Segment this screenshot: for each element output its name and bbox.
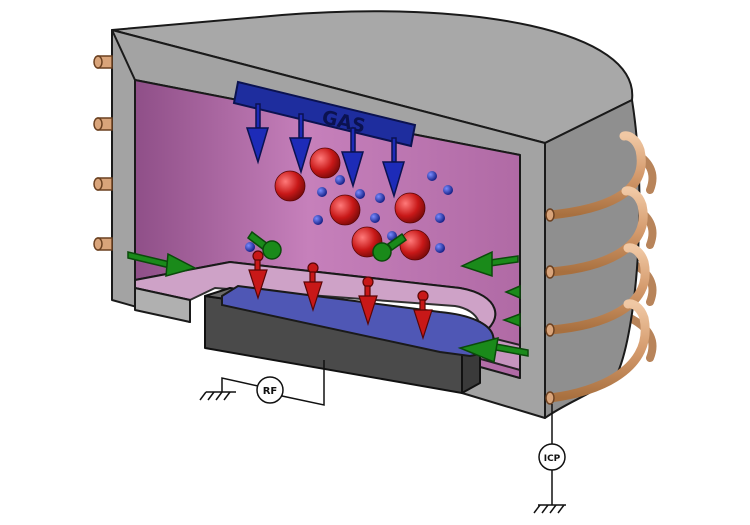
- electron: [443, 185, 453, 195]
- electron: [317, 187, 327, 197]
- coil-front: [545, 131, 650, 403]
- electron: [435, 243, 445, 253]
- ion-arrow: [358, 276, 378, 326]
- ion: [399, 229, 431, 261]
- ion: [274, 170, 306, 202]
- electron: [427, 171, 437, 181]
- rf-circuit: [199, 360, 325, 406]
- gas-arrow: [288, 113, 313, 175]
- ion-arrow: [413, 290, 433, 340]
- wafer: [221, 284, 495, 358]
- radical-arrow: [459, 250, 519, 278]
- radical-arrows: [127, 230, 529, 364]
- wall-ports: [93, 55, 113, 251]
- electron: [355, 189, 365, 199]
- gas-arrow: [245, 103, 270, 165]
- gas-arrow: [340, 127, 365, 189]
- ground-icon: [199, 391, 236, 401]
- ground-icon: [533, 504, 566, 514]
- electron: [375, 193, 385, 203]
- electron: [245, 242, 255, 252]
- radical-arrow: [246, 230, 282, 260]
- ion-arrow: [303, 262, 323, 312]
- ion: [394, 192, 426, 224]
- wall-port: [93, 177, 113, 191]
- ion-arrow: [248, 250, 268, 300]
- icp-label: ICP: [544, 454, 561, 464]
- ion: [309, 147, 341, 179]
- icp-circuit: [533, 404, 566, 514]
- chamber-body: [111, 10, 641, 419]
- wall-port: [93, 55, 113, 69]
- radical-arrow: [504, 284, 521, 300]
- rf-source-icon: RF: [256, 376, 284, 404]
- wall-port: [93, 237, 113, 251]
- coil-terminals: [545, 208, 555, 405]
- gas-injection-arrows: [245, 103, 406, 199]
- radical-arrow: [457, 336, 529, 364]
- electrons: [245, 171, 453, 253]
- electron: [435, 213, 445, 223]
- gas-arrow: [381, 137, 406, 199]
- electron: [313, 215, 323, 225]
- ion-flux-arrows: [248, 250, 433, 340]
- electron: [370, 213, 380, 223]
- ion: [329, 194, 361, 226]
- chamber-lid: [111, 10, 634, 144]
- radical-arrow: [501, 312, 521, 328]
- wall-port: [93, 117, 113, 131]
- gas-manifold: GAS: [232, 80, 417, 148]
- radical-arrow: [372, 232, 408, 262]
- icp-source-icon: ICP: [538, 443, 566, 471]
- radical-arrow: [127, 251, 198, 278]
- electron: [335, 175, 345, 185]
- rf-label: RF: [263, 386, 278, 397]
